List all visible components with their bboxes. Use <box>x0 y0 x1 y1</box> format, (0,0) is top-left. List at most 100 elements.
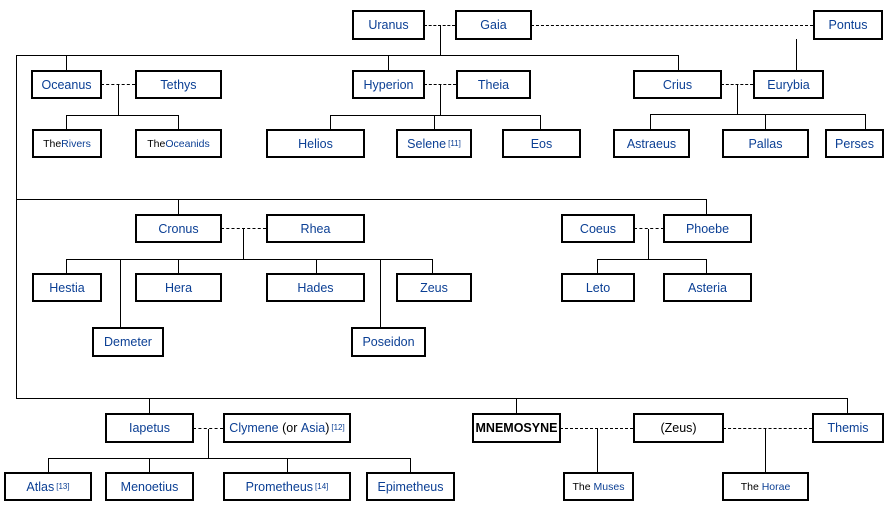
descent-line-cronus-rhea <box>243 229 244 259</box>
drop-hera <box>178 259 179 273</box>
node-label[interactable]: Tethys <box>160 77 197 92</box>
node-label[interactable]: Perses <box>835 136 874 151</box>
node-label[interactable]: Demeter <box>104 335 152 349</box>
node-label[interactable]: Rhea <box>300 221 331 236</box>
drop-cronus <box>178 199 179 214</box>
node-atlas[interactable]: Atlas[13] <box>4 472 92 501</box>
node-label[interactable]: Astraeus <box>626 136 677 151</box>
citation-link[interactable]: [12] <box>331 423 345 432</box>
node-the-horae[interactable]: The Horae <box>722 472 809 501</box>
node-epimetheus[interactable]: Epimetheus <box>366 472 455 501</box>
sibling-line-titans <box>16 55 679 56</box>
node-rhea[interactable]: Rhea <box>266 214 365 243</box>
node-label[interactable]: Menoetius <box>120 479 179 494</box>
sibling-line-titans-3 <box>16 398 848 399</box>
node-leto[interactable]: Leto <box>561 273 635 302</box>
drop-asteria <box>706 259 707 273</box>
node-mnemosyne[interactable]: MNEMOSYNE <box>472 413 561 443</box>
node-tethys[interactable]: Tethys <box>135 70 222 99</box>
node-poseidon[interactable]: Poseidon <box>351 327 426 357</box>
node-label[interactable]: Crius <box>662 77 693 92</box>
drop-demeter <box>120 259 121 327</box>
node-label[interactable]: Cronus <box>158 221 199 236</box>
node-gaia[interactable]: Gaia <box>455 10 532 40</box>
node-demeter[interactable]: Demeter <box>92 327 164 357</box>
node-label[interactable]: Eurybia <box>767 77 810 92</box>
node-hyperion[interactable]: Hyperion <box>352 70 425 99</box>
node-astraeus[interactable]: Astraeus <box>613 129 690 158</box>
node-eurybia[interactable]: Eurybia <box>753 70 824 99</box>
node-label[interactable]: Muses <box>593 480 625 493</box>
node-hera[interactable]: Hera <box>135 273 222 302</box>
node-label[interactable]: Asteria <box>688 280 727 295</box>
citation-link[interactable]: [11] <box>448 138 461 148</box>
node-the-rivers[interactable]: The Rivers <box>32 129 102 158</box>
node-hestia[interactable]: Hestia <box>32 273 102 302</box>
node-crius[interactable]: Crius <box>633 70 722 99</box>
node-label[interactable]: Pallas <box>748 136 783 151</box>
node-prometheus[interactable]: Prometheus[14] <box>223 472 351 501</box>
node-menoetius[interactable]: Menoetius <box>105 472 194 501</box>
node-zeus[interactable]: Zeus <box>396 273 472 302</box>
node-label[interactable]: Eos <box>530 136 553 151</box>
node-label[interactable]: Oceanids <box>165 137 210 150</box>
node-label[interactable]: Prometheus <box>245 479 314 494</box>
node-label[interactable]: Oceanus <box>41 77 92 92</box>
drop-perses <box>865 114 866 129</box>
citation-link[interactable]: [14] <box>315 481 329 491</box>
node-label[interactable]: Atlas <box>26 479 55 494</box>
node-label[interactable]: Epimetheus <box>377 479 444 494</box>
node-selene[interactable]: Selene[11] <box>396 129 472 158</box>
node-helios[interactable]: Helios <box>266 129 365 158</box>
node-label[interactable]: Leto <box>585 280 611 295</box>
node-label[interactable]: Theia <box>477 77 510 92</box>
node-oceanus[interactable]: Oceanus <box>31 70 102 99</box>
node-label[interactable]: Coeus <box>579 221 617 236</box>
node-label[interactable]: Gaia <box>480 18 507 32</box>
node-eos[interactable]: Eos <box>502 129 581 158</box>
node-theia[interactable]: Theia <box>456 70 531 99</box>
node-pallas[interactable]: Pallas <box>722 129 809 158</box>
branch-line-oceanus-drop <box>66 55 67 70</box>
node-label[interactable]: Themis <box>827 421 869 435</box>
node-label[interactable]: Selene <box>407 136 447 151</box>
node-coeus[interactable]: Coeus <box>561 214 635 243</box>
node-label[interactable]: Phoebe <box>685 221 730 236</box>
node-pontus[interactable]: Pontus <box>813 10 883 40</box>
node-the-oceanids[interactable]: The Oceanids <box>135 129 222 158</box>
node-connector-text: (or <box>278 421 301 435</box>
node-label[interactable]: Poseidon <box>362 335 415 349</box>
node-hades[interactable]: Hades <box>266 273 365 302</box>
node-label[interactable]: Zeus <box>420 280 448 295</box>
node-iapetus[interactable]: Iapetus <box>105 413 194 443</box>
node-themis[interactable]: Themis <box>812 413 884 443</box>
node-label[interactable]: Uranus <box>368 18 409 32</box>
node-label[interactable]: Clymene <box>229 421 279 435</box>
node-uranus[interactable]: Uranus <box>352 10 425 40</box>
drop-rivers <box>66 115 67 130</box>
node-alt-label[interactable]: Asia <box>300 421 326 435</box>
node-the-muses[interactable]: The Muses <box>563 472 634 501</box>
citation-link[interactable]: [13] <box>56 481 70 491</box>
node-label[interactable]: Hestia <box>49 280 85 295</box>
marriage-line-crius-eurybia <box>721 84 753 85</box>
node-label[interactable]: Iapetus <box>128 421 170 435</box>
node-label[interactable]: Hades <box>297 280 334 295</box>
node-zeus-consort[interactable]: (Zeus) <box>633 413 724 443</box>
node-prefix: The <box>740 480 762 493</box>
node-label[interactable]: Rivers <box>61 137 91 150</box>
node-label[interactable]: Horae <box>761 480 791 493</box>
drop-horae <box>765 429 766 472</box>
marriage-line-coeus-phoebe <box>634 228 664 229</box>
node-perses[interactable]: Perses <box>825 129 884 158</box>
node-label[interactable]: Hera <box>164 280 193 295</box>
node-label[interactable]: Helios <box>298 136 333 151</box>
node-phoebe[interactable]: Phoebe <box>663 214 752 243</box>
node-cronus[interactable]: Cronus <box>135 214 222 243</box>
node-asteria[interactable]: Asteria <box>663 273 752 302</box>
node-clymene[interactable]: Clymene (or Asia)[12] <box>223 413 351 443</box>
descent-line-hyperion-theia <box>440 85 441 115</box>
node-label[interactable]: Hyperion <box>363 77 414 92</box>
node-label[interactable]: Pontus <box>828 18 868 32</box>
drop-mnemosyne <box>516 398 517 413</box>
